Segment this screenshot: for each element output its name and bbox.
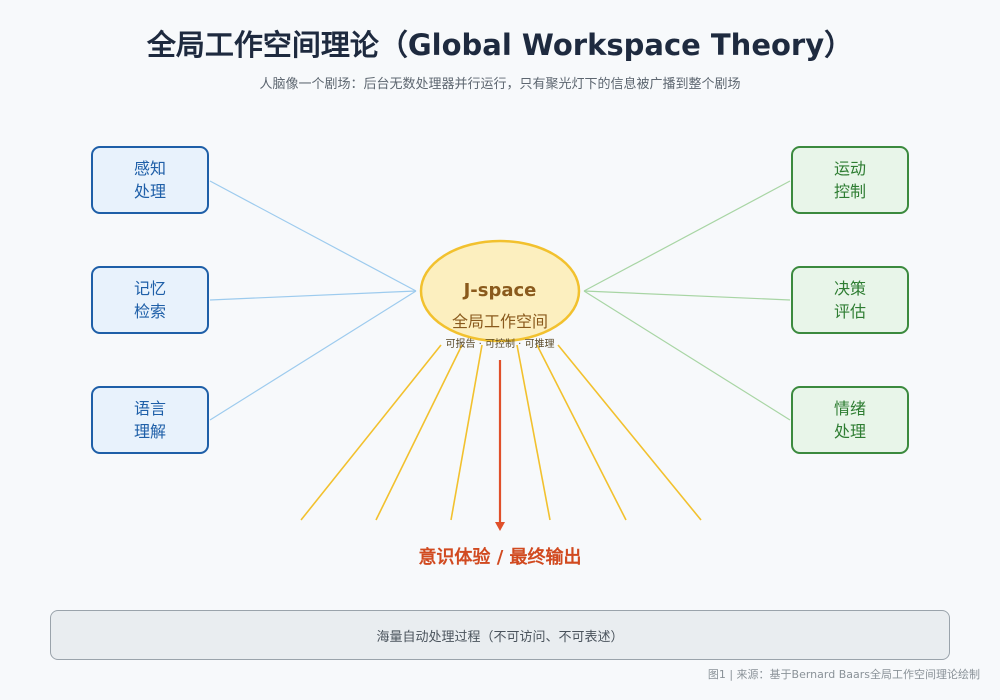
background-processes-box: 海量自动处理过程（不可访问、不可表述） [50, 610, 950, 660]
figure-caption: 图1 | 来源：基于Bernard Baars全局工作空间理论绘制 [707, 668, 980, 681]
connector-right-1 [583, 180, 791, 292]
node-language: 语言 理解 [91, 386, 209, 454]
background-processes-label: 海量自动处理过程（不可访问、不可表述） [376, 629, 624, 645]
node-label: 评估 [833, 302, 866, 321]
connector-right-3 [583, 290, 791, 421]
node-label: 运动 [833, 159, 866, 178]
node-decision: 决策 评估 [791, 266, 909, 334]
output-arrow-head [495, 522, 505, 531]
node-label: 情绪 [833, 399, 866, 418]
connector-left-3 [209, 290, 417, 421]
broadcast-rays [300, 344, 702, 521]
page-title: 全局工作空间理论（Global Workspace Theory） [146, 28, 854, 62]
node-motor-control: 运动 控制 [791, 146, 909, 214]
node-label: 决策 [833, 279, 866, 298]
broadcast-ray [557, 344, 702, 521]
connector-left-2 [209, 290, 417, 301]
broadcast-ray [375, 344, 463, 521]
broadcast-ray [300, 344, 442, 521]
broadcast-ray [516, 344, 551, 521]
node-label: 语言 [133, 399, 166, 418]
connector-left-1 [209, 180, 417, 292]
node-memory-retrieval: 记忆 检索 [91, 266, 209, 334]
node-emotion: 情绪 处理 [791, 386, 909, 454]
workspace-subtitle: 全局工作空间 [451, 312, 548, 331]
node-label: 处理 [833, 422, 866, 441]
connector-right-2 [583, 290, 791, 301]
node-label: 记忆 [133, 279, 166, 298]
node-label: 理解 [133, 422, 166, 441]
page-subtitle: 人脑像一个剧场：后台无数处理器并行运行，只有聚光灯下的信息被广播到整个剧场 [259, 77, 741, 92]
node-label: 检索 [133, 302, 166, 321]
broadcast-ray [536, 344, 627, 521]
output-label: 意识体验 / 最终输出 [418, 547, 582, 568]
broadcast-ray [450, 344, 483, 521]
workspace-title: J-space [463, 280, 537, 301]
workspace-properties: 可报告 · 可控制 · 可推理 [445, 339, 555, 350]
node-label: 处理 [133, 182, 166, 201]
node-label: 感知 [133, 159, 166, 178]
global-workspace-ellipse [419, 239, 581, 343]
node-perception: 感知 处理 [91, 146, 209, 214]
node-label: 控制 [833, 182, 866, 201]
